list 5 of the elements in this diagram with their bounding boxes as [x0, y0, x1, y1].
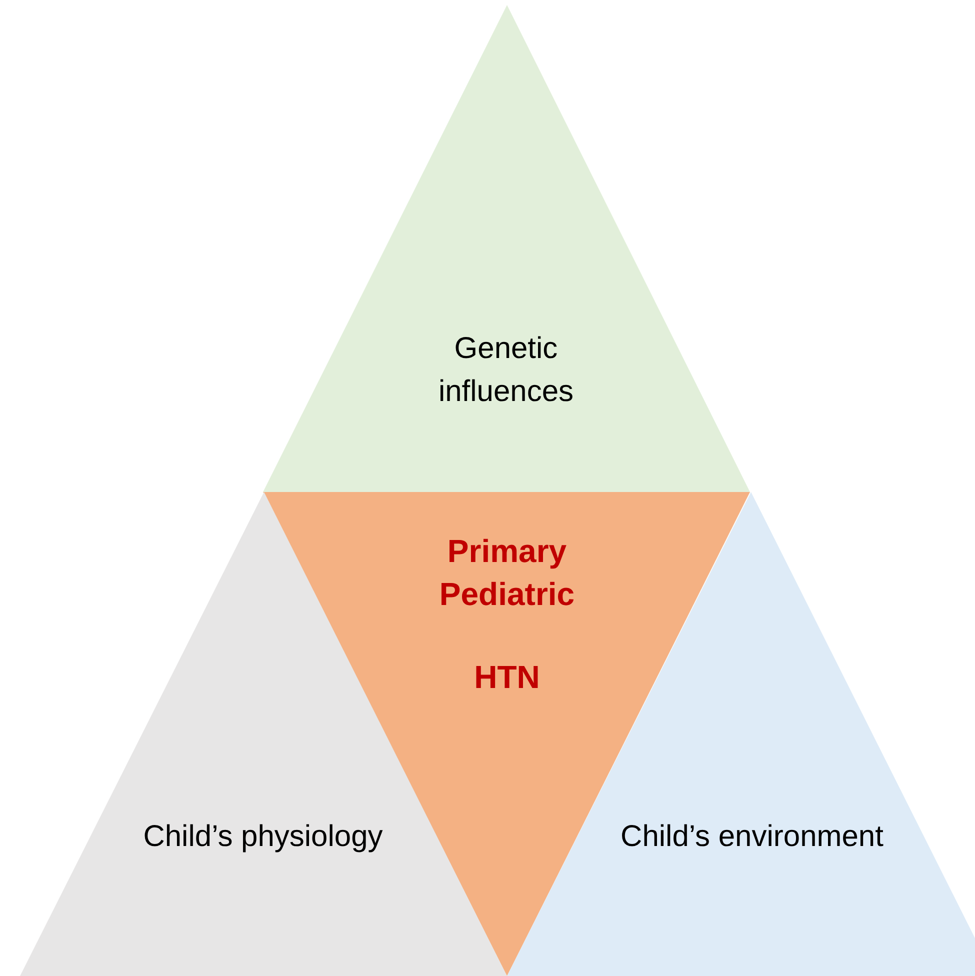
title-label: Primary Pediatric	[438, 532, 576, 614]
factor-label: Child’s physiology	[142, 819, 384, 855]
factor-label: Child’s environment	[620, 819, 884, 855]
title-label: HTN	[473, 658, 541, 697]
factor-label: Genetic influences	[437, 331, 575, 410]
